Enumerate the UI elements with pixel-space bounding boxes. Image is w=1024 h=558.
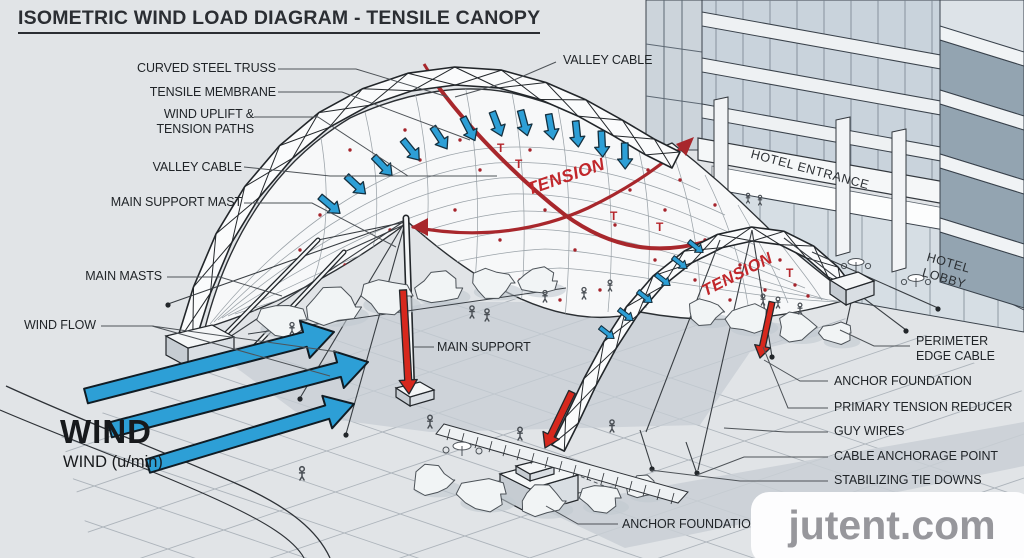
watermark-text: jutent.com <box>788 502 996 548</box>
tension-t-marker: T <box>656 220 664 234</box>
callout-perimeter-edge-cable: PERIMETER EDGE CABLE <box>916 334 995 364</box>
tension-t-marker: T <box>786 266 794 280</box>
callout-leader-lines <box>101 61 910 525</box>
callout-anchor-foundation-right: ANCHOR FOUNDATION <box>834 374 972 388</box>
callout-stabilizing-tie-downs: STABILIZING TIE DOWNS <box>834 473 982 487</box>
callout-valley-cable-top: VALLEY CABLE <box>563 53 653 67</box>
callout-wind-uplift-tension-paths: WIND UPLIFT & TENSION PATHS <box>156 107 254 137</box>
callout-main-support: MAIN SUPPORT <box>437 340 531 354</box>
callout-main-support-mast: MAIN SUPPORT MAST <box>110 195 242 209</box>
plaza-landscaping-people <box>247 192 861 519</box>
callout-primary-tension-reducer: PRIMARY TENSION REDUCER <box>834 400 1013 414</box>
callout-main-masts: MAIN MASTS <box>85 269 162 283</box>
callout-valley-cable-left: VALLEY CABLE <box>152 160 242 174</box>
callout-wind-flow: WIND FLOW <box>23 318 96 332</box>
callout-cable-anchorage-point: CABLE ANCHORAGE POINT <box>834 449 998 463</box>
wind-unit-label: WIND (u/min) <box>63 453 163 471</box>
tension-t-marker: T <box>515 157 523 171</box>
canopy-shadows <box>215 302 1024 548</box>
callout-guy-wires: GUY WIRES <box>834 424 905 438</box>
callout-curved-steel-truss: CURVED STEEL TRUSS <box>137 61 276 75</box>
road-edge-curves <box>0 385 331 558</box>
callout-anchor-foundation-bottom: ANCHOR FOUNDATION <box>622 517 760 531</box>
callout-tensile-membrane: TENSILE MEMBRANE <box>149 85 276 99</box>
tension-t-marker: T <box>610 209 618 223</box>
tension-t-marker: T <box>497 141 505 155</box>
wind-flow-arrows <box>83 320 369 474</box>
wind-label: WIND <box>60 413 152 450</box>
wind-uplift-arrows <box>317 108 704 340</box>
page-title: ISOMETRIC WIND LOAD DIAGRAM - TENSILE CA… <box>18 7 541 34</box>
watermark: jutent.com <box>751 492 1024 558</box>
hotel-building <box>645 0 1024 333</box>
